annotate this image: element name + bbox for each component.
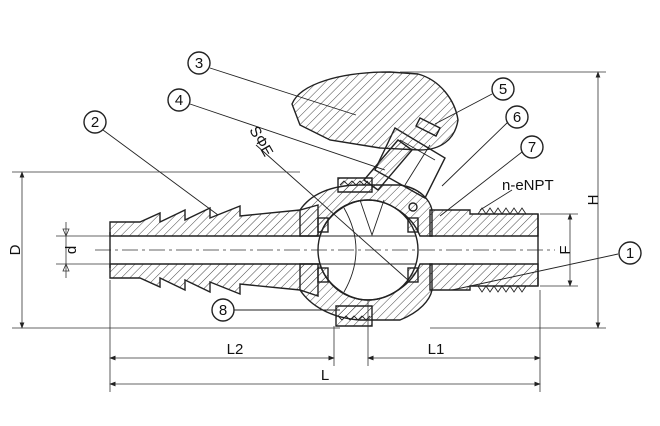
F-label: F [557,245,574,254]
bonnet-nut-top [337,177,373,193]
H-label: H [585,195,602,206]
leader-2 [102,129,219,216]
leader-3 [209,67,357,116]
svg-text:7: 7 [528,139,536,156]
stem-oring [408,202,418,212]
hose-barb-lower [109,263,319,297]
L1-label: L1 [428,341,445,358]
seat-left-upper [317,217,329,233]
callout-5: 5 [491,77,515,101]
thread-label: n-eNPT [502,177,554,194]
svg-text:1: 1 [626,245,634,262]
svg-text:5: 5 [499,81,507,98]
L-label: L [321,367,329,384]
handle-lever [291,71,459,151]
leader-6 [441,121,509,187]
threaded-outlet-upper [429,209,539,237]
thread-teeth [477,207,527,293]
svg-text:6: 6 [513,109,521,126]
bottom-plug-thread [337,315,371,321]
d-label: d [63,246,80,254]
seat-left-lower [317,267,329,283]
leader-thread [479,189,513,211]
D-label: D [7,244,24,255]
callout-1: 1 [618,241,642,265]
leader-7 [439,151,523,217]
leader-seat [255,144,409,281]
svg-text:2: 2 [91,114,99,131]
hose-barb-upper [109,204,319,237]
bonnet-nut-top-thread [339,180,369,186]
handle-screw [415,117,441,137]
callout-7: 7 [520,135,544,159]
ball-stem-slot [359,199,385,237]
svg-text:8: 8 [219,302,227,319]
seat-right-lower [407,267,419,283]
svg-text:4: 4 [175,92,183,109]
ball-bore-curve [343,207,357,293]
d-arrows [62,228,70,272]
leader-5 [434,93,493,125]
leader-1 [451,253,619,291]
threaded-outlet-lower [429,263,539,291]
seat-label: SΦE [246,123,277,159]
L2-label: L2 [227,341,244,358]
leader-4 [189,103,386,171]
callout-8: 8 [211,298,235,322]
callout-3: 3 [187,51,211,75]
callout-2: 2 [83,110,107,134]
callout-4: 4 [167,88,191,112]
seat-right-upper [407,217,419,233]
svg-text:3: 3 [195,55,203,72]
callout-6: 6 [505,105,529,129]
